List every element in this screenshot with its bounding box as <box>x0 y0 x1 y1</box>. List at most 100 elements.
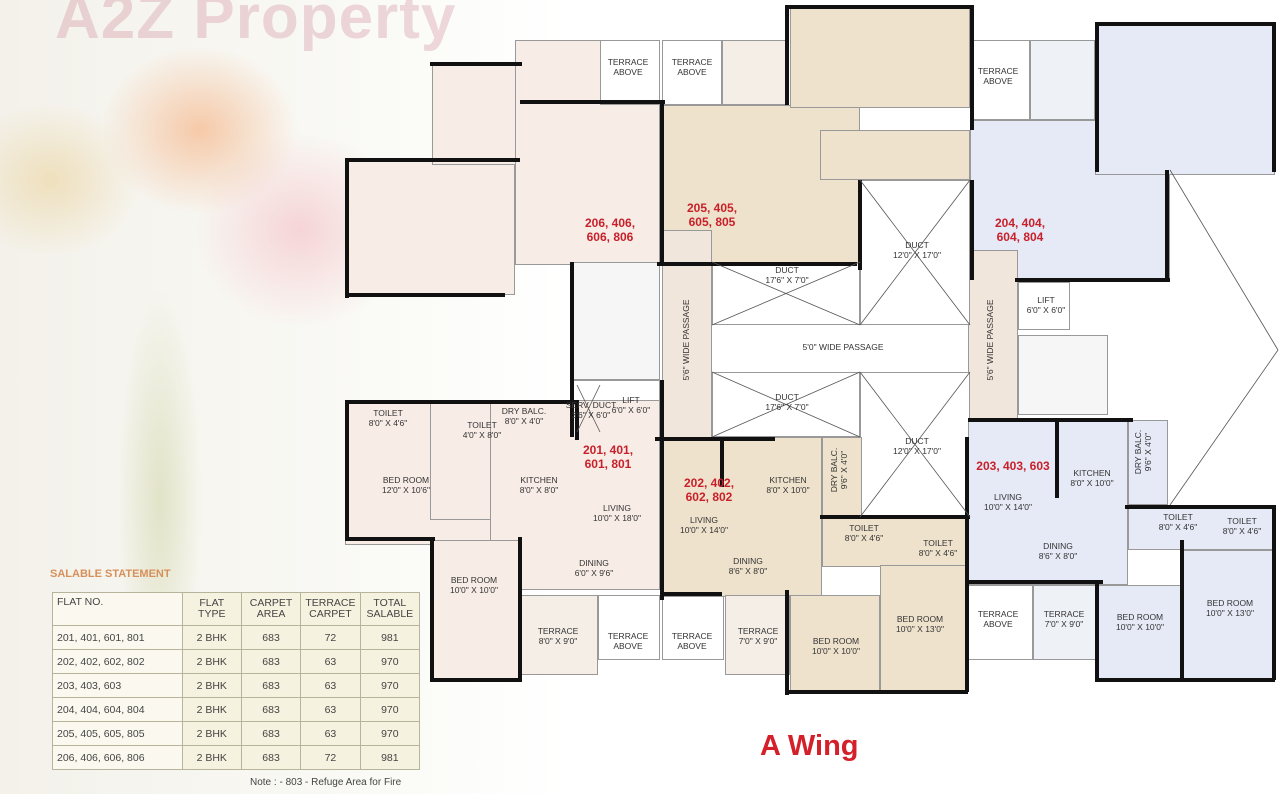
wall <box>655 437 775 441</box>
room-name: 5'6" WIDE PASSAGE <box>681 299 691 381</box>
wall <box>965 437 969 692</box>
table-cell: 202, 402, 602, 802 <box>52 649 183 674</box>
table-cell: 981 <box>359 625 421 650</box>
terrace <box>725 595 790 675</box>
room-dimensions: ABOVE <box>677 67 707 77</box>
wall <box>968 580 1103 584</box>
room-name: SERV. DUCT <box>565 400 617 410</box>
flat-204-bedrooms <box>1095 25 1275 175</box>
unit-number-label: 202, 402, 602, 802 <box>684 476 734 504</box>
flat-203-bedroom-2 <box>1183 550 1275 680</box>
room-dimensions: 8'0" X 9'0" <box>538 636 578 646</box>
room-label: DRY BALC.9'6" X 4'0" <box>1133 430 1153 475</box>
room-dimensions: 8'0" X 4'6" <box>844 533 884 543</box>
room-dimensions: 10'0" X 14'0" <box>983 502 1033 512</box>
room-dimensions: 10'0" X 10'0" <box>449 585 499 595</box>
room-dimensions: ABOVE <box>677 641 707 651</box>
room-name: KITCHEN <box>520 475 558 485</box>
dry-balcony <box>822 437 862 517</box>
room-name: DUCT <box>905 240 929 250</box>
wall <box>345 293 505 297</box>
room-dimensions: 10'0" X 18'0" <box>592 513 642 523</box>
room-name: TOILET <box>923 538 953 548</box>
dry-balcony <box>1128 420 1168 505</box>
room-dimensions: 8'0" X 4'6" <box>1158 522 1198 532</box>
terrace <box>722 40 787 105</box>
watermark-logo: A2Z Property <box>55 0 457 52</box>
terrace-above <box>968 585 1033 660</box>
room-name: TOILET <box>849 523 879 533</box>
room-name: LIFT <box>1037 295 1055 305</box>
wall <box>1095 22 1275 26</box>
column-header: TOTAL SALABLE <box>359 592 421 626</box>
room-dimensions: 10'0" X 13'0" <box>1205 608 1255 618</box>
wall <box>785 690 968 694</box>
table-cell: 2 BHK <box>181 721 242 746</box>
room-dimensions: 9'6" X 4'0" <box>839 450 849 490</box>
table-cell: 205, 405, 605, 805 <box>52 721 183 746</box>
wall <box>970 180 974 280</box>
wall <box>345 158 349 298</box>
table-cell: 683 <box>240 697 302 722</box>
flat-203-living <box>968 420 1128 585</box>
table-cell: 683 <box>240 649 302 674</box>
room-label: DRY BALC.8'0" X 4'0" <box>502 406 547 426</box>
room-label: DRY BALC.9'6" X 4'0" <box>829 448 849 493</box>
room-name: DRY BALC. <box>501 406 547 416</box>
table-cell: 981 <box>359 745 421 770</box>
table-cell: 63 <box>300 673 361 698</box>
cross-line <box>576 384 601 433</box>
terrace <box>520 595 598 675</box>
wall <box>1125 505 1275 509</box>
wall <box>785 5 789 105</box>
wall <box>345 400 575 404</box>
terrace-above <box>970 40 1030 120</box>
wall <box>662 592 722 596</box>
wall <box>345 400 349 540</box>
wall <box>660 380 664 600</box>
room-name: TOILET <box>373 408 403 418</box>
unit-numbers: 204, 404, 604, 804 <box>994 216 1046 244</box>
room-name: TOILET <box>467 420 497 430</box>
table-cell: 63 <box>300 721 361 746</box>
wall <box>1095 678 1275 682</box>
table-cell: 2 BHK <box>181 697 242 722</box>
wall <box>1095 22 1099 172</box>
room-dimensions: 8'0" X 10'0" <box>766 485 810 495</box>
room-dimensions: 12'0" X 17'0" <box>892 446 942 456</box>
room-name: DUCT <box>775 265 799 275</box>
terrace-above <box>598 595 660 660</box>
room-name: 5'0" WIDE PASSAGE <box>802 342 884 352</box>
room-name: TERRACE <box>977 609 1019 619</box>
wall <box>720 437 724 487</box>
wall <box>970 5 974 130</box>
room-dimensions: 10'0" X 14'0" <box>679 525 729 535</box>
room-name: TERRACE <box>671 631 713 641</box>
flat-205-toilets <box>820 130 970 180</box>
wall <box>575 400 579 440</box>
wall <box>1165 170 1169 280</box>
table-cell: 970 <box>359 721 421 746</box>
